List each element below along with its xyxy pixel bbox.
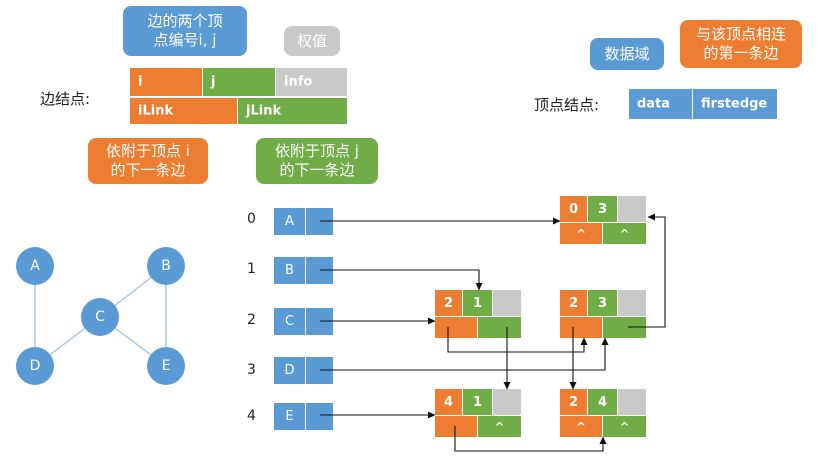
arrow-b-first <box>320 269 483 291</box>
arrow-41-ilink <box>454 426 607 452</box>
callout-jlink: 依附于顶点 j 的下一条边 <box>256 138 378 184</box>
arrow-d-first <box>320 337 609 371</box>
field-i: i <box>130 68 203 96</box>
callout-data: 数据域 <box>590 38 664 70</box>
edge-node-label: 边结点: <box>40 90 91 108</box>
graph-vertex-b: B <box>147 247 185 285</box>
field-jlink: jLink <box>238 98 347 124</box>
graph-vertex-e: E <box>147 347 185 385</box>
vertex-index-1: 1 <box>247 261 256 277</box>
edge-node-2-4: 2 4 ^ ^ <box>560 389 646 437</box>
field-data: data <box>629 89 693 119</box>
graph-vertex-a: A <box>16 247 54 285</box>
field-firstedge: firstedge <box>693 89 777 119</box>
vertex-node-label: 顶点结点: <box>534 96 600 114</box>
field-ilink: iLink <box>130 98 238 124</box>
callout-ij: 边的两个顶 点编号i, j <box>123 6 247 56</box>
callout-firstedge: 与该顶点相连 的第一条边 <box>680 20 802 68</box>
arrow-21-ilink <box>447 327 588 353</box>
arrow-23-jlink <box>628 213 666 328</box>
graph-vertex-d: D <box>16 347 54 385</box>
vertex-index-3: 3 <box>247 362 256 378</box>
edge-node-2-1: 2 1 <box>435 290 521 338</box>
field-info: info <box>276 68 347 96</box>
graph-vertex-c: C <box>81 298 119 336</box>
edge-node-0-3: 0 3 ^ ^ <box>560 196 646 244</box>
field-j: j <box>203 68 276 96</box>
vertex-index-2: 2 <box>247 312 256 328</box>
callout-ilink: 依附于顶点 i 的下一条边 <box>88 138 208 184</box>
callout-weight: 权值 <box>284 26 340 56</box>
vertex-index-0: 0 <box>247 211 256 227</box>
vertex-index-4: 4 <box>247 408 256 424</box>
edge-node-4-1: 4 1 ^ <box>435 389 521 437</box>
edge-node-2-3: 2 3 <box>560 290 646 338</box>
